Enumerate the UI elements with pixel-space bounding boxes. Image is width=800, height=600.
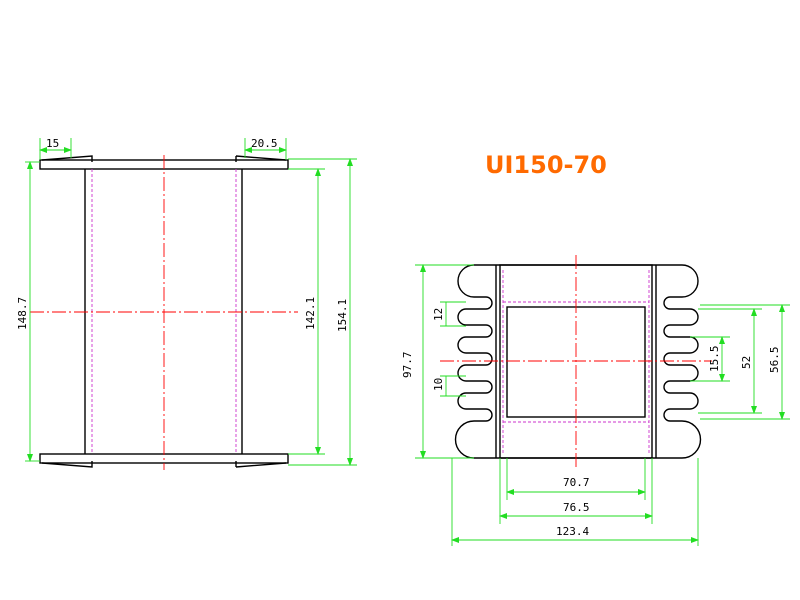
dim-slot-upper-label: 12 [432, 308, 445, 321]
dim-body-width-label: 76.5 [563, 501, 590, 514]
dim-slot-lower-label: 10 [432, 378, 445, 391]
dim-window-height-label: 52 [740, 356, 753, 369]
dim-total-width-label: 123.4 [556, 525, 589, 538]
end-view: 97.7 12 10 15.5 52 56.5 70.7 [401, 255, 790, 546]
dim-center-slot-label: 15.5 [708, 346, 721, 373]
model-title: UI150-70 [485, 151, 607, 179]
end-flange-outline [454, 264, 702, 459]
dim-top-left-label: 15 [46, 137, 59, 150]
bottom-right-tab [235, 461, 287, 468]
dim-left-height-label: 148.7 [16, 297, 29, 330]
dim-outer-height-label: 154.1 [336, 299, 349, 332]
dim-total-height-label: 97.7 [401, 352, 414, 379]
bottom-left-tab [41, 461, 93, 468]
dim-outer-window-label: 56.5 [768, 347, 781, 374]
top-right-tab [235, 155, 287, 162]
dim-window-width-label: 70.7 [563, 476, 590, 489]
dim-top-right-label: 20.5 [251, 137, 278, 150]
side-view: 15 20.5 148.7 142.1 154.1 [16, 137, 357, 470]
top-left-tab [41, 155, 93, 162]
dim-inner-height-label: 142.1 [304, 297, 317, 330]
